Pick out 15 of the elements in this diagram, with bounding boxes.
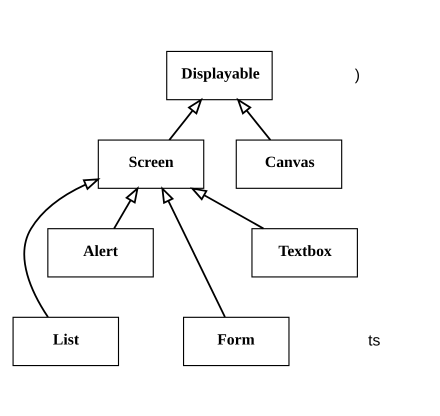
- node-box: Textbox: [251, 228, 358, 277]
- arrow: [161, 186, 226, 317]
- node-box: Screen: [98, 139, 204, 188]
- arrow: [236, 97, 272, 140]
- node-box: Canvas: [236, 139, 342, 188]
- label: ts: [368, 332, 380, 350]
- arrow: [168, 97, 203, 140]
- label: ): [354, 66, 360, 84]
- node-box: Form: [183, 316, 290, 366]
- node-box: Alert: [47, 228, 154, 277]
- node-box: List: [12, 316, 120, 366]
- arrow: [113, 186, 139, 228]
- node-box: Displayable: [166, 50, 273, 100]
- arrow: [23, 178, 101, 318]
- arrow: [190, 186, 264, 229]
